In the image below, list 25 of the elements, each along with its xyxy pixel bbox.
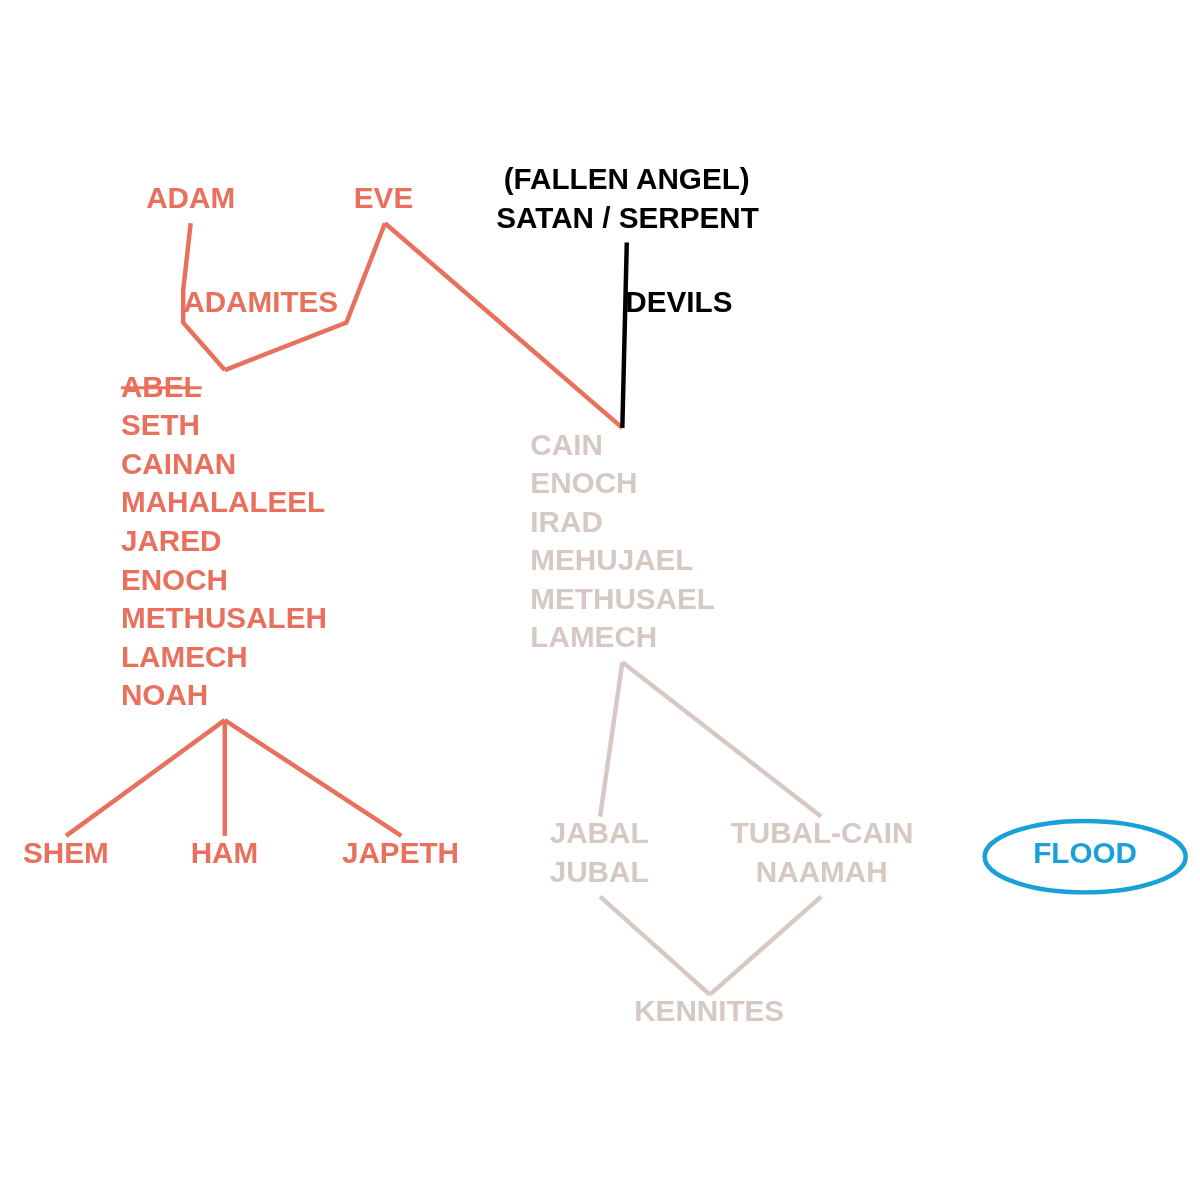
node-text: TUBAL-CAIN NAAMAH (730, 816, 914, 888)
node-text: KENNITES (634, 994, 785, 1028)
node-text: JAPETH (341, 835, 459, 869)
connector (181, 222, 227, 372)
node-text: JABAL JUBAL (549, 816, 649, 888)
connector (598, 895, 712, 997)
node-text: ADAM (146, 181, 236, 215)
connector (223, 222, 388, 373)
connector (222, 720, 227, 836)
connector (708, 895, 823, 997)
edge-label: ADAMITES (183, 285, 339, 319)
connector (620, 660, 823, 819)
connector (597, 662, 625, 817)
connector (383, 221, 624, 430)
node-text: (FALLEN ANGEL) SATAN / SERPENT (496, 162, 759, 234)
connector (620, 242, 629, 428)
edge-label: DEVILS (625, 285, 733, 319)
connector (64, 718, 227, 838)
node-text: CAIN ENOCH IRAD MEHUJAEL METHUSAEL LAMECH (530, 427, 715, 654)
node-text: EVE (353, 181, 414, 215)
node-ellipse: FLOOD (982, 818, 1188, 895)
node-text: ABEL SETH CAINAN MAHALALEEL JARED ENOCH METHUSALEH LAMECH NOAH (120, 369, 327, 712)
connector (223, 718, 403, 838)
node-text: HAM (190, 835, 259, 869)
node-text: SHEM (23, 835, 109, 869)
